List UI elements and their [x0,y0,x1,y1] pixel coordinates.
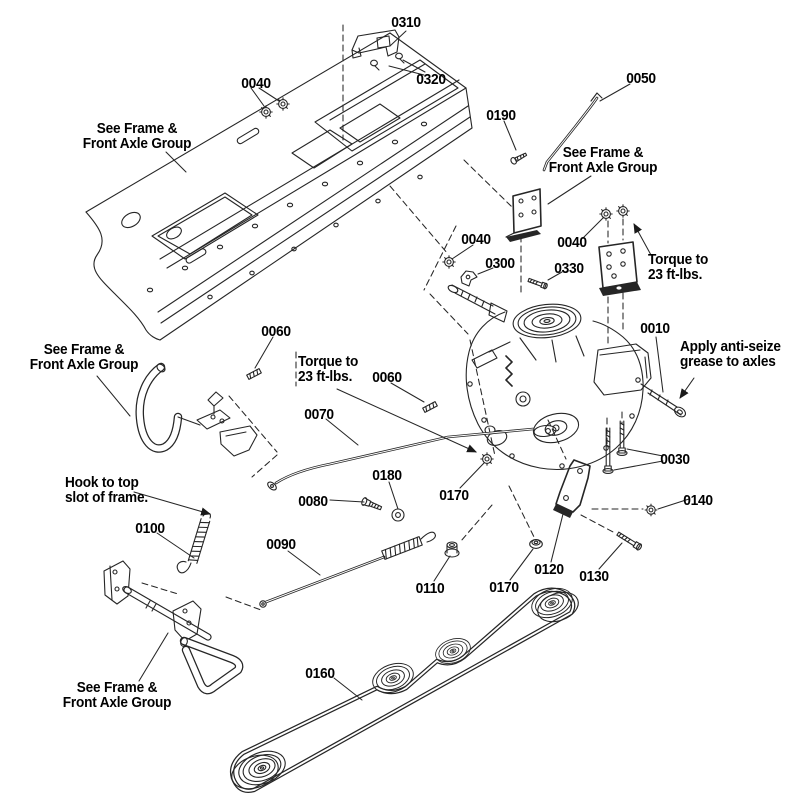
rod-0070 [267,424,557,491]
note-line: Torque to [648,252,709,268]
pedal-assembly-bottom [103,560,244,695]
note-see-frame-left: See Frame & Front Axle Group [30,343,139,372]
alignment-dashed-lines [141,24,644,611]
note-line: Torque to [298,354,359,370]
callout-0320: 0320 [416,71,446,88]
note-line: Apply anti-seize [680,339,781,355]
note-line: See Frame & [43,342,125,358]
belt-0160 [229,582,579,793]
note-line: See Frame & [76,680,158,696]
note-line: See Frame & [562,145,644,161]
transaxle-pulley [512,303,582,339]
callout-0040-topleft: 0040 [241,75,271,92]
spring-0100 [176,512,211,574]
note-line: Front Axle Group [62,694,172,711]
pulley-rim [537,591,579,623]
note-hook-frame: Hook to top slot of frame. [65,476,148,505]
transaxle-assembly [465,303,687,471]
bolts-0030 [602,420,628,474]
note-anti-seize: Apply anti-seize grease to axles [680,340,781,369]
bracket-mount-right [598,241,641,296]
callout-0300: 0300 [485,255,515,272]
bolt-0080 [361,497,383,511]
callout-0070: 0070 [304,406,334,423]
callout-0180: 0180 [372,467,402,484]
callout-0050: 0050 [626,70,656,87]
pins-0320 [370,52,405,71]
bolt-0330 [527,277,548,290]
frame-holes [146,121,428,300]
clip-0300 [460,270,478,287]
callout-0040-right: 0040 [557,234,587,251]
callout-0310: 0310 [391,14,421,31]
screw-0190 [510,152,528,165]
callout-0170-lower: 0170 [489,579,519,596]
note-torque-right: Torque to 23 ft-lbs. [648,253,708,282]
callout-0140: 0140 [683,492,713,509]
note-see-frame-topleft: See Frame & Front Axle Group [83,122,192,151]
bolt-0130 [616,531,643,551]
bracket-mount-mid [505,188,542,242]
note-see-frame-midright: See Frame & Front Axle Group [549,146,658,175]
nut-0140 [644,503,658,517]
callout-0170-upper: 0170 [439,487,469,504]
note-line: Front Axle Group [82,135,192,152]
note-arrows [133,223,695,516]
callout-0060-mid: 0060 [372,369,402,386]
note-line: Front Axle Group [548,159,658,176]
note-line: grease to axles [680,353,776,370]
nut-0170-upper [480,452,494,466]
note-line: 23 ft-lbs. [648,266,703,283]
brake-shaft [447,284,508,323]
callout-0040-mid: 0040 [461,231,491,248]
axle-housing [593,343,652,396]
callout-0130: 0130 [579,568,609,585]
callout-0120: 0120 [534,561,564,578]
note-torque-mid: Torque to 23 ft-lbs. [298,355,358,384]
callout-0010: 0010 [640,320,670,337]
pin-0060-left [246,368,262,380]
note-line: See Frame & [96,121,178,137]
note-line: Hook to top [65,475,139,491]
axle-shaft-0010 [640,383,687,418]
bracket-0120 [553,459,591,518]
callout-0330: 0330 [554,260,584,277]
callout-0100: 0100 [135,520,165,537]
rod-0090 [259,531,436,608]
leader-lines [96,30,690,701]
callout-0190: 0190 [486,107,516,124]
nut-0170-lower [529,539,543,549]
callout-0030: 0030 [660,451,690,468]
washer-0180 [391,508,405,522]
note-see-frame-bottom: See Frame & Front Axle Group [63,681,172,710]
callout-0090: 0090 [266,536,296,553]
spacer-0110 [444,541,460,558]
callout-0160: 0160 [305,665,335,682]
frame-chassis [85,32,473,341]
note-line: slot of frame. [65,489,148,506]
rod-0050 [542,92,603,172]
pedal-lever-mid [135,362,258,457]
note-line: 23 ft-lbs. [298,368,353,385]
pin-0060-mid [422,401,438,413]
callout-0060-left: 0060 [261,323,291,340]
note-line: Front Axle Group [29,356,139,373]
callout-0110: 0110 [415,580,445,597]
callout-0080: 0080 [298,493,328,510]
